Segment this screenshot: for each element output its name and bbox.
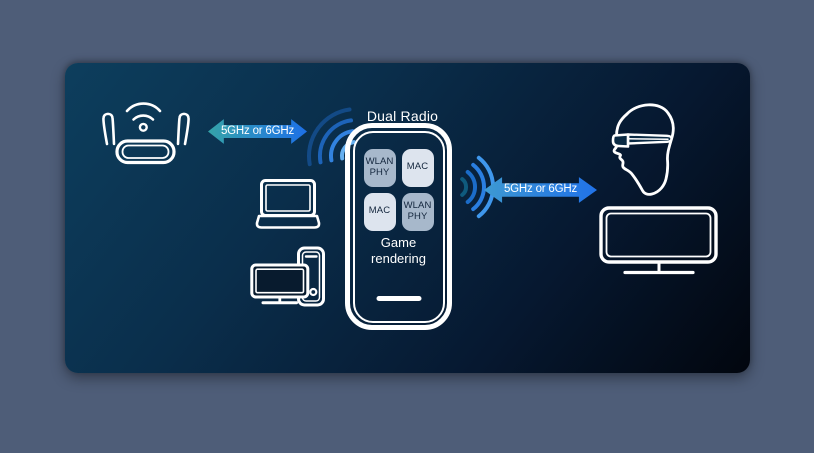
smartphone-frame: WLAN PHY MAC MAC WLAN PHY Game rendering xyxy=(345,123,452,330)
tv-icon xyxy=(599,206,718,275)
mac-block: MAC xyxy=(401,148,434,187)
diagram-panel: 5GHz or 6GHz Dual Radio xyxy=(65,63,750,373)
link-router-phone-label: 5GHz or 6GHz xyxy=(220,124,294,137)
wifi-router-icon xyxy=(102,102,190,165)
desktop-pc-icon xyxy=(250,246,325,307)
link-phone-headset-label: 5GHz or 6GHz xyxy=(503,183,577,196)
radio-blocks-grid: WLAN PHY MAC MAC WLAN PHY xyxy=(363,148,434,231)
link-router-phone: 5GHz or 6GHz xyxy=(208,118,307,145)
laptop-icon xyxy=(255,179,321,229)
link-phone-headset: 5GHz or 6GHz xyxy=(484,176,597,204)
wlan-phy-block: WLAN PHY xyxy=(363,148,396,187)
home-indicator xyxy=(376,295,421,301)
game-rendering-label: Game rendering xyxy=(371,234,426,266)
mac-block: MAC xyxy=(363,192,396,231)
smartphone-screen: WLAN PHY MAC MAC WLAN PHY Game rendering xyxy=(352,130,445,323)
vr-headset-user-icon xyxy=(611,103,675,196)
dual-radio-label: Dual Radio xyxy=(366,108,439,124)
wlan-phy-block: WLAN PHY xyxy=(401,192,434,231)
